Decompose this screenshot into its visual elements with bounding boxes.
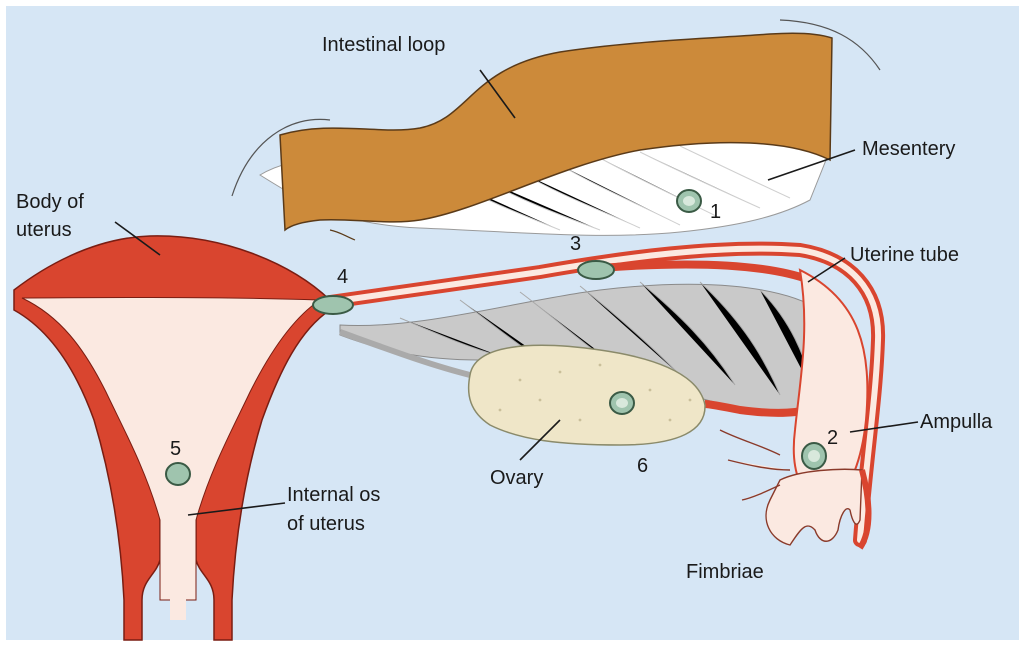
site-number-5: 5: [170, 438, 181, 460]
label-internal-os-2: of uterus: [287, 513, 365, 535]
implantation-site-6: [610, 392, 634, 414]
site-number-6: 6: [637, 455, 648, 477]
site-number-3: 3: [570, 233, 581, 255]
implantation-site-3: [578, 261, 614, 279]
implantation-site-1: [677, 190, 701, 212]
implantation-site-5: [166, 463, 190, 485]
label-intestinal-loop: Intestinal loop: [322, 34, 445, 56]
label-ovary: Ovary: [490, 467, 543, 489]
site-number-4: 4: [337, 266, 348, 288]
label-body-of-uterus-2: uterus: [16, 219, 72, 241]
label-body-of-uterus-1: Body of: [16, 191, 84, 213]
label-fimbriae: Fimbriae: [686, 561, 764, 583]
label-ampulla: Ampulla: [920, 411, 993, 433]
site-number-1: 1: [710, 201, 721, 223]
label-mesentery: Mesentery: [862, 138, 955, 160]
label-internal-os-1: Internal os: [287, 484, 380, 506]
implantation-site-4: [313, 296, 353, 314]
implantation-site-2: [802, 443, 826, 469]
site-number-2: 2: [827, 427, 838, 449]
label-uterine-tube: Uterine tube: [850, 244, 959, 266]
